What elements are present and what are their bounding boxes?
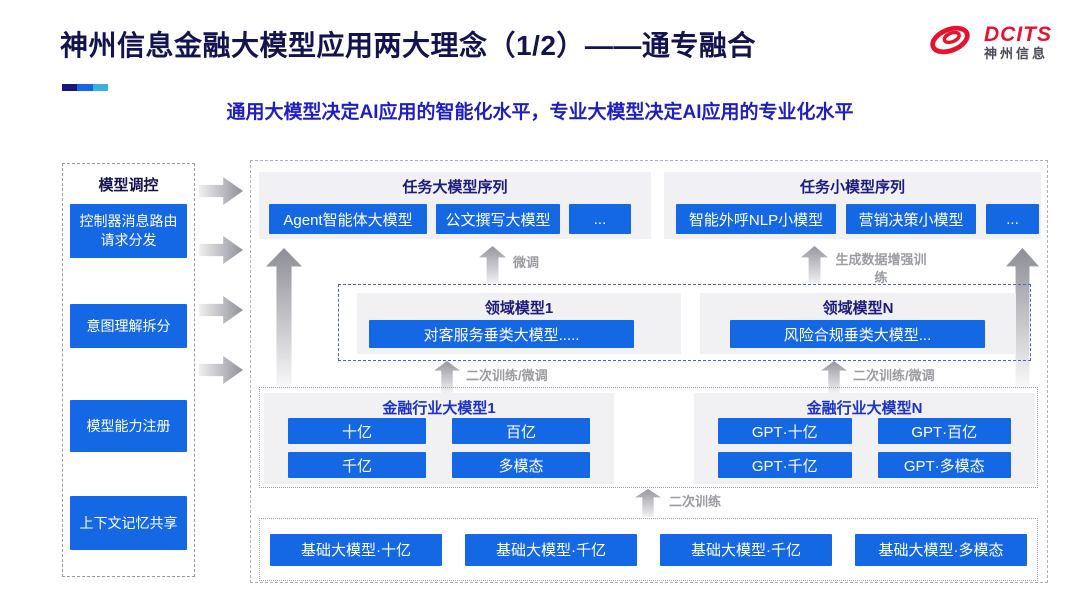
panel-title: 领域模型1 <box>484 300 554 317</box>
up-arrow-icon <box>801 246 828 284</box>
domain-model-n-panel: 领域模型N 风险合规垂类大模型... <box>700 293 1016 354</box>
up-arrow-icon <box>635 489 661 517</box>
data-augment-label: 生成数据增强训练 <box>835 252 927 285</box>
domain-model-1-panel: 领域模型1 对客服务垂类大模型..... <box>357 293 681 354</box>
model-chip-gpt-multimodal: GPT·多模态 <box>877 452 1011 478</box>
model-chip-base-100b: 基础大模型·千亿 <box>660 533 832 566</box>
flow-arrow-right-icon <box>199 236 243 264</box>
panel-title: 领域模型N <box>822 300 894 317</box>
base-model-group: 基础大模型·十亿 基础大模型·千亿 基础大模型·千亿 基础大模型·多模态 <box>259 518 1038 581</box>
panel-title: 任务大模型序列 <box>402 179 508 196</box>
model-chip-gpt-10b: GPT·百亿 <box>877 418 1011 444</box>
flow-arrow-right-icon <box>199 356 243 384</box>
task-large-model-panel: 任务大模型序列 Agent智能体大模型 公文撰写大模型 ... <box>259 172 651 239</box>
model-chip-10b: 百亿 <box>452 418 590 444</box>
sidebar-item-context-share: 上下文记忆共享 <box>70 496 187 550</box>
logo-brand-cn-text: 神州信息 <box>984 46 1049 62</box>
model-chip-base-multimodal: 基础大模型·多模态 <box>855 533 1027 566</box>
accent-bar-segment <box>62 84 77 91</box>
model-chip-risk-compliance: 风险合规垂类大模型... <box>730 320 985 348</box>
model-chip-gpt-100b: GPT·千亿 <box>718 452 852 478</box>
dcits-swirl-icon <box>924 18 976 67</box>
sidebar-item-controller-routing: 控制器消息路由请求分发 <box>70 204 187 258</box>
panel-title: 金融行业大模型N <box>806 400 923 417</box>
model-chip-base-1b: 基础大模型·十亿 <box>270 533 442 566</box>
sidebar-item-intent-split: 意图理解拆分 <box>70 304 187 348</box>
flow-arrow-right-icon <box>199 177 243 205</box>
model-chip-100b: 千亿 <box>288 452 426 478</box>
model-chip-more: ... <box>569 204 631 234</box>
domain-model-group: 领域模型1 对客服务垂类大模型..... 领域模型N 风险合规垂类大模型... <box>338 284 1031 361</box>
model-chip-agent: Agent智能体大模型 <box>269 204 427 234</box>
secondary-training-label: 二次训练 <box>669 494 722 509</box>
sidebar-item-capability-register: 模型能力注册 <box>70 400 187 452</box>
model-chip-outbound-nlp: 智能外呼NLP小模型 <box>676 204 836 234</box>
model-chip-base-100b: 基础大模型·千亿 <box>465 533 637 566</box>
model-chip-1b: 十亿 <box>288 418 426 444</box>
model-architecture-canvas: 任务大模型序列 Agent智能体大模型 公文撰写大模型 ... 任务小模型序列 … <box>250 160 1048 583</box>
model-chip-customer-service: 对客服务垂类大模型..... <box>369 320 634 348</box>
secondary-training-label: 二次训练/微调 <box>466 368 548 383</box>
logo-brand-text: DCITS <box>984 22 1052 46</box>
tall-up-arrow-icon <box>266 248 302 390</box>
sidebar-title: 模型调控 <box>98 177 159 194</box>
page-title: 神州信息金融大模型应用两大理念（1/2）——通专融合 <box>60 30 756 61</box>
panel-title: 金融行业大模型1 <box>382 400 496 417</box>
flow-arrow-right-icon <box>199 296 243 324</box>
up-arrow-icon <box>479 246 506 284</box>
model-chip-more: ... <box>986 204 1039 234</box>
model-chip-gpt-1b: GPT·十亿 <box>718 418 852 444</box>
model-chip-doc-writing: 公文撰写大模型 <box>436 204 560 234</box>
model-chip-marketing-decision: 营销决策小模型 <box>846 204 976 234</box>
task-small-model-panel: 任务小模型序列 智能外呼NLP小模型 营销决策小模型 ... <box>664 172 1041 239</box>
accent-bar-segment <box>93 84 108 91</box>
model-chip-multimodal: 多模态 <box>452 452 590 478</box>
slide-subtitle: 通用大模型决定AI应用的智能化水平，专业大模型决定AI应用的专业化水平 <box>226 102 854 123</box>
finetune-label: 微调 <box>513 255 540 270</box>
industry-model-group: 金融行业大模型1 十亿 百亿 千亿 多模态 金融行业大模型N GPT·十亿 GP… <box>259 387 1038 488</box>
model-control-sidebar: 模型调控 控制器消息路由请求分发 意图理解拆分 模型能力注册 上下文记忆共享 <box>62 163 195 577</box>
dcits-logo: DCITS 神州信息 <box>924 18 1052 67</box>
accent-bar-segment <box>77 84 93 91</box>
panel-title: 任务小模型序列 <box>799 179 905 196</box>
secondary-training-label: 二次训练/微调 <box>853 368 935 383</box>
title-accent-bar <box>62 84 108 91</box>
industry-model-1-panel: 金融行业大模型1 十亿 百亿 千亿 多模态 <box>264 393 614 484</box>
industry-model-n-panel: 金融行业大模型N GPT·十亿 GPT·百亿 GPT·千亿 GPT·多模态 <box>694 393 1035 484</box>
